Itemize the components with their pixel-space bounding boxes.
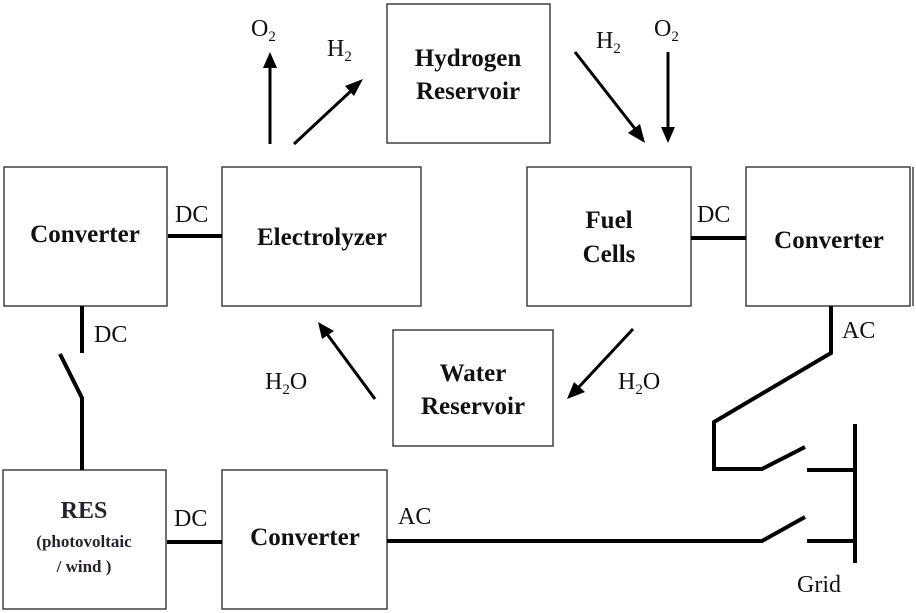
res-box: RES (photovoltaic / wind ) <box>2 469 167 610</box>
dc-label-fuelcells-converter: DC <box>697 202 730 228</box>
res-label-line3: / wind ) <box>56 557 112 576</box>
ac-label-converter-right: AC <box>842 318 875 344</box>
water-reservoir-box: Water Reservoir <box>392 329 554 447</box>
grid-label: Grid <box>797 572 841 598</box>
converter-left-label: Converter <box>30 221 140 248</box>
dc-switch-res-converter <box>58 353 84 470</box>
res-label-title: RES <box>61 498 108 524</box>
converter-bottom-box: Converter <box>221 469 388 610</box>
ac-switch-converter-bottom-grid <box>387 515 806 543</box>
fuel-cells-box: Fuel Cells <box>526 166 692 307</box>
arrow-h2-to-fuel-cells <box>573 51 645 143</box>
ac-label-converter-bottom: AC <box>398 504 431 530</box>
h2-label-electrolyzer: H2 <box>327 36 352 65</box>
ac-switch-converter-right-grid <box>712 306 833 471</box>
converter-right-box: Converter <box>745 166 914 307</box>
converter-left-box: Converter <box>3 166 168 307</box>
hydrogen-reservoir-label-line1: Hydrogen <box>415 45 522 72</box>
fuel-cells-label-line2: Cells <box>583 241 636 268</box>
o2-label-fuelcell: O2 <box>654 16 679 45</box>
dc-label-res-converter: DC <box>174 506 207 532</box>
o2-label-electrolyzer: O2 <box>251 16 276 45</box>
dc-label-converter-res: DC <box>94 322 127 348</box>
h2-label-fuelcell: H2 <box>596 28 621 57</box>
res-label-line2: (photovoltaic <box>36 532 132 551</box>
h2o-label-from-fuelcell: H2O <box>618 369 660 398</box>
arrow-h2o-to-water-reservoir <box>567 327 635 399</box>
dc-label-converter-electrolyzer: DC <box>175 202 208 228</box>
hydrogen-reservoir-box: Hydrogen Reservoir <box>386 3 551 144</box>
converter-right-label: Converter <box>774 227 884 254</box>
arrow-h2o-to-electrolyzer <box>318 322 377 400</box>
h2o-label-to-electrolyzer: H2O <box>265 369 307 398</box>
arrow-o2-out-electrolyzer <box>263 52 277 144</box>
converter-bottom-label: Converter <box>250 524 360 551</box>
arrow-o2-to-fuel-cells <box>661 52 675 143</box>
hydrogen-reservoir-label-line2: Reservoir <box>416 78 520 105</box>
fuel-cells-label-line1: Fuel <box>585 207 632 234</box>
electrolyzer-box: Electrolyzer <box>221 166 422 307</box>
arrow-h2-to-hydrogen-reservoir <box>292 79 363 146</box>
electrolyzer-label: Electrolyzer <box>257 224 387 251</box>
water-reservoir-label-line2: Reservoir <box>421 393 525 420</box>
water-reservoir-label-line1: Water <box>440 360 507 387</box>
